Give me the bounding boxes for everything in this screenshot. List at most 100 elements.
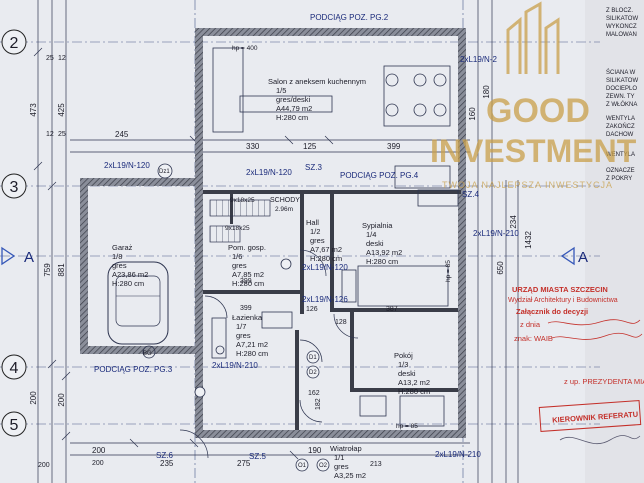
svg-text:znak: WAIB: znak: WAIB xyxy=(514,334,553,343)
svg-text:deski: deski xyxy=(398,369,416,378)
dimension-texts-right: 1432 234 650 180 160 xyxy=(468,85,533,275)
svg-text:ZAKOŃCZ: ZAKOŃCZ xyxy=(606,123,635,130)
svg-text:25: 25 xyxy=(46,55,54,62)
svg-text:H:280 cm: H:280 cm xyxy=(112,279,144,288)
svg-text:425: 425 xyxy=(57,103,66,117)
svg-text:WENTYLA: WENTYLA xyxy=(606,152,635,158)
exterior-walls xyxy=(80,28,466,438)
door-swings xyxy=(179,249,359,459)
svg-text:9x18x25: 9x18x25 xyxy=(225,225,250,232)
svg-text:WENTYLA: WENTYLA xyxy=(606,116,635,122)
svg-text:A7,85 m2: A7,85 m2 xyxy=(232,270,264,279)
svg-text:881: 881 xyxy=(57,263,66,277)
svg-text:399: 399 xyxy=(387,142,401,151)
svg-text:H:280 cm: H:280 cm xyxy=(236,349,268,358)
section-marker-right: A xyxy=(560,246,588,266)
beam-labels: PODCIĄG POZ. PG.2 PODCIĄG POZ. PG.4 PODC… xyxy=(94,13,479,461)
svg-text:213: 213 xyxy=(370,461,382,468)
svg-text:200: 200 xyxy=(92,460,104,467)
svg-text:399: 399 xyxy=(240,278,252,285)
svg-text:URZĄD MIASTA SZCZECIN: URZĄD MIASTA SZCZECIN xyxy=(512,285,608,294)
svg-text:H:280 cm: H:280 cm xyxy=(310,254,342,263)
svg-text:WYKONCZ: WYKONCZ xyxy=(606,24,637,30)
svg-text:GOOD: GOOD xyxy=(486,92,590,130)
axis-label-5: 5 xyxy=(10,417,19,434)
svg-text:650: 650 xyxy=(496,261,505,275)
side-notes: Z BLOCZ. SILIKATOW WYKONCZ MALOWAN ŚCIAN… xyxy=(606,8,638,182)
room-name: Hall xyxy=(306,218,319,227)
door-markers xyxy=(157,163,330,472)
svg-text:gres: gres xyxy=(334,462,349,471)
svg-text:SILIKATOW: SILIKATOW xyxy=(606,78,638,84)
svg-text:A3,25 m2: A3,25 m2 xyxy=(334,471,366,480)
room-name: Wiatrołap xyxy=(330,444,362,453)
inner-dimensions: 399 399 387 126 128 182 162 213 200 200 … xyxy=(38,55,398,469)
svg-text:hp = 400: hp = 400 xyxy=(232,45,258,52)
room-garaz: Garaż 1/8 gres A23,86 m2 H:280 cm xyxy=(112,243,148,288)
svg-text:Z WŁÓKNA: Z WŁÓKNA xyxy=(606,101,637,108)
svg-text:DOCIEPLO: DOCIEPLO xyxy=(606,86,637,92)
room-lazienka: Łazienka 1/7 gres A7,21 m2 H:280 cm xyxy=(232,313,268,358)
room-name: Garaż xyxy=(112,243,133,252)
stairs-lower xyxy=(209,225,241,243)
svg-text:z dnia: z dnia xyxy=(520,320,541,329)
svg-text:gres/deski: gres/deski xyxy=(276,95,311,104)
svg-text:D2: D2 xyxy=(309,370,317,376)
svg-text:H:280 cm: H:280 cm xyxy=(232,279,264,288)
svg-text:SCHODY: SCHODY xyxy=(270,197,300,204)
car-icon xyxy=(107,261,169,345)
dimension-lines-right xyxy=(477,0,519,483)
room-salon: Salon z aneksem kuchennym 1/5 gres/deski… xyxy=(268,77,366,122)
svg-text:O1: O1 xyxy=(298,463,307,469)
svg-text:gres: gres xyxy=(112,261,127,270)
room-name: Łazienka xyxy=(232,313,263,322)
svg-text:SILIKATOW: SILIKATOW xyxy=(606,16,638,22)
bedroom-furniture xyxy=(211,265,449,427)
svg-text:1/6: 1/6 xyxy=(232,252,242,261)
svg-text:D1: D1 xyxy=(309,355,317,361)
svg-text:hp = 85: hp = 85 xyxy=(396,423,418,430)
svg-text:TWOJA NAJLEPSZA INWESTYCJA: TWOJA NAJLEPSZA INWESTYCJA xyxy=(442,180,613,190)
svg-text:gres: gres xyxy=(310,236,325,245)
room-name: Salon z aneksem kuchennym xyxy=(268,77,366,86)
svg-text:A7,67 m2: A7,67 m2 xyxy=(310,245,342,254)
watermark-logo: GOOD INVESTMENT TWOJA NAJLEPSZA INWESTYC… xyxy=(430,1,637,190)
svg-text:hp = 85: hp = 85 xyxy=(445,260,452,282)
svg-text:MALOWAN: MALOWAN xyxy=(606,32,637,38)
svg-text:387: 387 xyxy=(386,306,398,313)
dimension-texts-left: 473 425 759 881 200 200 xyxy=(29,103,66,407)
beam-label: PODCIĄG POZ. PG.3 xyxy=(94,365,173,374)
svg-text:330: 330 xyxy=(246,142,260,151)
axis-markers: 2 3 4 5 xyxy=(1,29,27,437)
svg-text:A13,92 m2: A13,92 m2 xyxy=(366,248,402,257)
axis-label-2: 2 xyxy=(10,35,19,52)
svg-text:759: 759 xyxy=(43,263,52,277)
lintel-label: 2xL19/N-120 xyxy=(104,161,150,170)
bg-marker-icon xyxy=(142,345,156,359)
svg-text:1/5: 1/5 xyxy=(276,86,286,95)
svg-text:125: 125 xyxy=(303,142,317,151)
lintel-label: 2xL19/N-120 xyxy=(302,263,348,272)
axis-label-3: 3 xyxy=(10,179,19,196)
svg-text:275: 275 xyxy=(237,459,251,468)
lintel-label: 2xL19/N-2 xyxy=(460,55,497,64)
room-name: Sypialnia xyxy=(362,221,393,230)
svg-text:H:280 cm: H:280 cm xyxy=(366,257,398,266)
kitchen-furniture xyxy=(212,47,459,207)
dimension-texts-top: 245 330 125 399 xyxy=(115,130,401,151)
svg-text:Załącznik do decyzji: Załącznik do decyzji xyxy=(516,307,588,316)
svg-text:A: A xyxy=(578,249,588,266)
svg-text:2.96m: 2.96m xyxy=(275,206,293,213)
svg-text:H:280 cm: H:280 cm xyxy=(398,387,430,396)
lintel-label: 2xL19/N-126 xyxy=(302,295,348,304)
svg-text:deski: deski xyxy=(366,239,384,248)
misc-notes: hp = 400 hp = 85 hp = 85 SCHODY 2.96m 9x… xyxy=(225,45,452,430)
svg-text:399: 399 xyxy=(240,305,252,312)
room-sypialnia: Sypialnia 1/4 deski A13,92 m2 H:280 cm xyxy=(362,221,402,266)
stairs xyxy=(209,199,271,217)
svg-text:1/2: 1/2 xyxy=(310,227,320,236)
lintel-label: 2xL19/N-210 xyxy=(473,229,519,238)
